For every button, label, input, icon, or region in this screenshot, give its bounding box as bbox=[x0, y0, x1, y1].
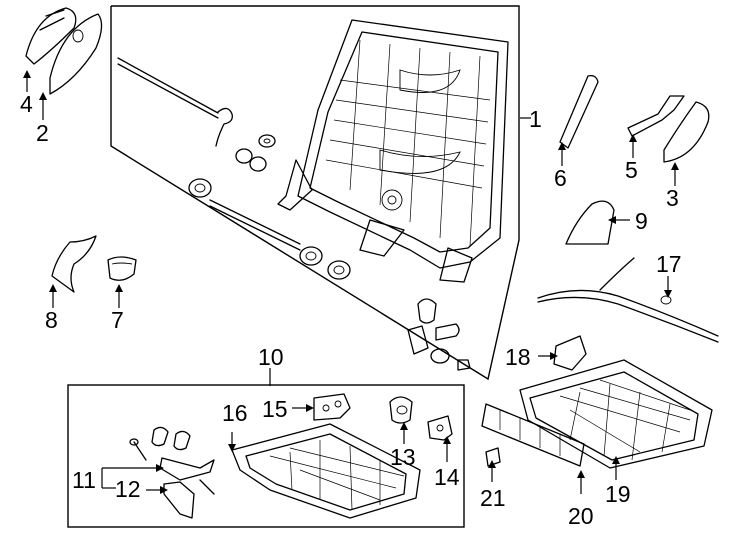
callout-12: 12 bbox=[115, 476, 141, 502]
cable-part-17 bbox=[537, 257, 719, 343]
callout-21: 21 bbox=[480, 485, 506, 511]
bushings-cluster bbox=[188, 134, 276, 198]
bracket-14 bbox=[427, 415, 453, 441]
seat-back-group-frame bbox=[110, 5, 520, 381]
callout-7: 7 bbox=[111, 307, 124, 333]
leader-lines bbox=[23, 70, 679, 494]
seat-pan-part-19 bbox=[519, 359, 713, 469]
torsion-rod-lower bbox=[209, 199, 351, 280]
callout-20: 20 bbox=[568, 503, 594, 529]
callout-11: 11 bbox=[72, 467, 96, 493]
callout-15: 15 bbox=[262, 396, 288, 422]
callout-19: 19 bbox=[605, 481, 631, 507]
callout-5: 5 bbox=[625, 157, 638, 183]
bushing-13 bbox=[389, 396, 413, 424]
callout-2: 2 bbox=[36, 120, 49, 146]
callout-14: 14 bbox=[434, 464, 460, 490]
seat-cushion-frame-part bbox=[231, 423, 421, 519]
callout-labels: 1 2 3 4 5 6 7 8 9 10 11 12 13 14 15 16 1… bbox=[20, 91, 682, 529]
hardware-cluster bbox=[407, 298, 471, 371]
bracket-parts-5-3 bbox=[627, 95, 710, 163]
callout-4: 4 bbox=[20, 91, 33, 117]
callout-9: 9 bbox=[635, 208, 648, 234]
clip-part-21 bbox=[485, 447, 501, 467]
callout-16: 16 bbox=[222, 400, 248, 426]
rod-part-6 bbox=[559, 74, 599, 149]
bracket-part-18 bbox=[553, 335, 587, 371]
callout-1: 1 bbox=[529, 106, 542, 132]
cover-parts-7-8 bbox=[51, 235, 137, 293]
callout-17: 17 bbox=[656, 251, 682, 277]
bar-part-20 bbox=[481, 403, 585, 467]
callout-10: 10 bbox=[258, 344, 284, 370]
cover-part-9 bbox=[565, 200, 615, 245]
callout-3: 3 bbox=[666, 185, 679, 211]
callout-6: 6 bbox=[554, 165, 567, 191]
callout-13: 13 bbox=[390, 444, 416, 470]
torsion-rod-upper bbox=[117, 57, 233, 147]
seat-back-frame-part bbox=[277, 19, 509, 283]
seat-cushion-group-frame bbox=[67, 384, 465, 528]
hardware-11-12 bbox=[129, 426, 215, 519]
hinge-bracket-15 bbox=[313, 393, 351, 421]
callout-18: 18 bbox=[505, 344, 531, 370]
cover-parts-2-4 bbox=[25, 7, 103, 95]
callout-8: 8 bbox=[45, 307, 58, 333]
